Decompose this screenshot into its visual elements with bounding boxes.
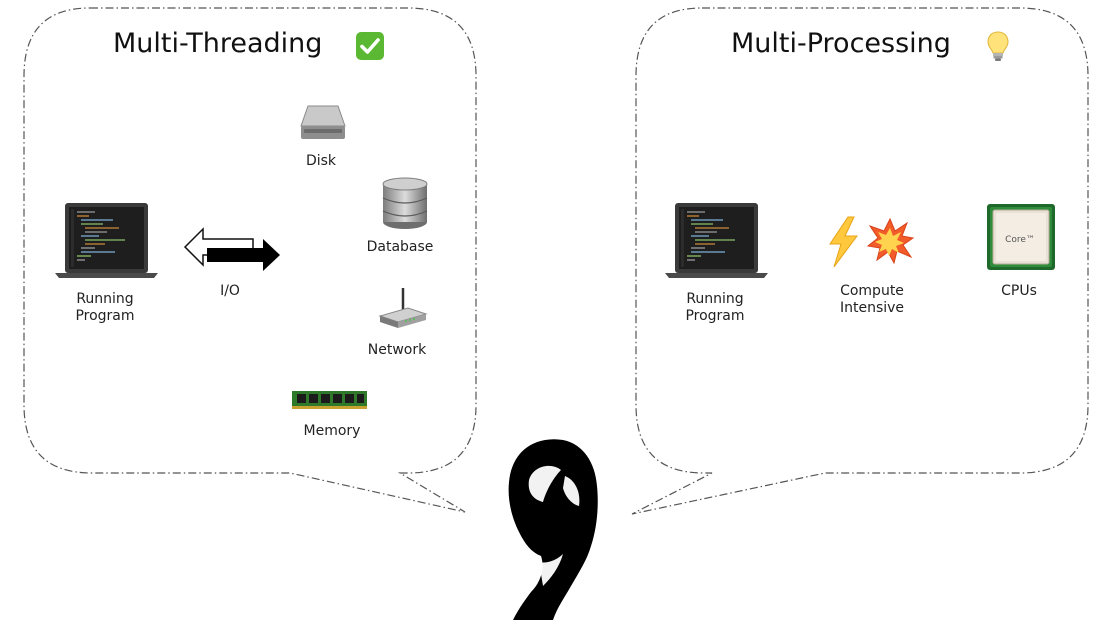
- io-double-arrow-icon: [183, 227, 280, 271]
- running-program-label: Running Program: [665, 291, 765, 325]
- running-program-label: Running Program: [55, 291, 155, 325]
- compute-intensive-label-line2: Intensive: [839, 300, 905, 316]
- multi-threading-title: Multi-Threading: [113, 28, 322, 59]
- hard-disk-icon: [300, 105, 346, 139]
- right-thought-bubble: [631, 7, 1089, 515]
- database-label: Database: [366, 239, 434, 255]
- router-icon: [378, 288, 428, 328]
- disk-label: Disk: [305, 153, 337, 169]
- compute-intensive-label: Compute Intensive: [827, 283, 917, 317]
- database-icon: [382, 177, 428, 229]
- check-mark-button-icon: [356, 32, 384, 60]
- head-silhouette-icon: [508, 439, 598, 620]
- laptop-icon: [665, 203, 768, 278]
- memory-label: Memory: [303, 423, 361, 439]
- multi-processing-title: Multi-Processing: [731, 28, 951, 59]
- left-thought-bubble: [23, 7, 477, 513]
- running-program-label-line1: Running: [686, 291, 744, 307]
- multi-threading-title-text: Multi-Threading: [113, 28, 323, 59]
- cpu-chip-icon: Core™: [987, 204, 1055, 270]
- compute-intensive-label-line1: Compute: [840, 283, 904, 299]
- light-bulb-icon: [987, 31, 1009, 61]
- running-program-label-line2: Program: [685, 308, 745, 324]
- multi-processing-title-text: Multi-Processing: [731, 28, 951, 59]
- running-program-label-line2: Program: [75, 308, 135, 324]
- ram-stick-icon: [292, 391, 367, 409]
- network-label: Network: [367, 342, 427, 358]
- lightning-icon: [829, 216, 858, 268]
- io-label: I/O: [220, 283, 240, 299]
- collision-icon: [866, 217, 915, 265]
- laptop-icon: [55, 203, 158, 278]
- running-program-label-line1: Running: [76, 291, 134, 307]
- cpus-label: CPUs: [1001, 283, 1037, 299]
- cpu-chip-text: Core™: [1005, 235, 1035, 245]
